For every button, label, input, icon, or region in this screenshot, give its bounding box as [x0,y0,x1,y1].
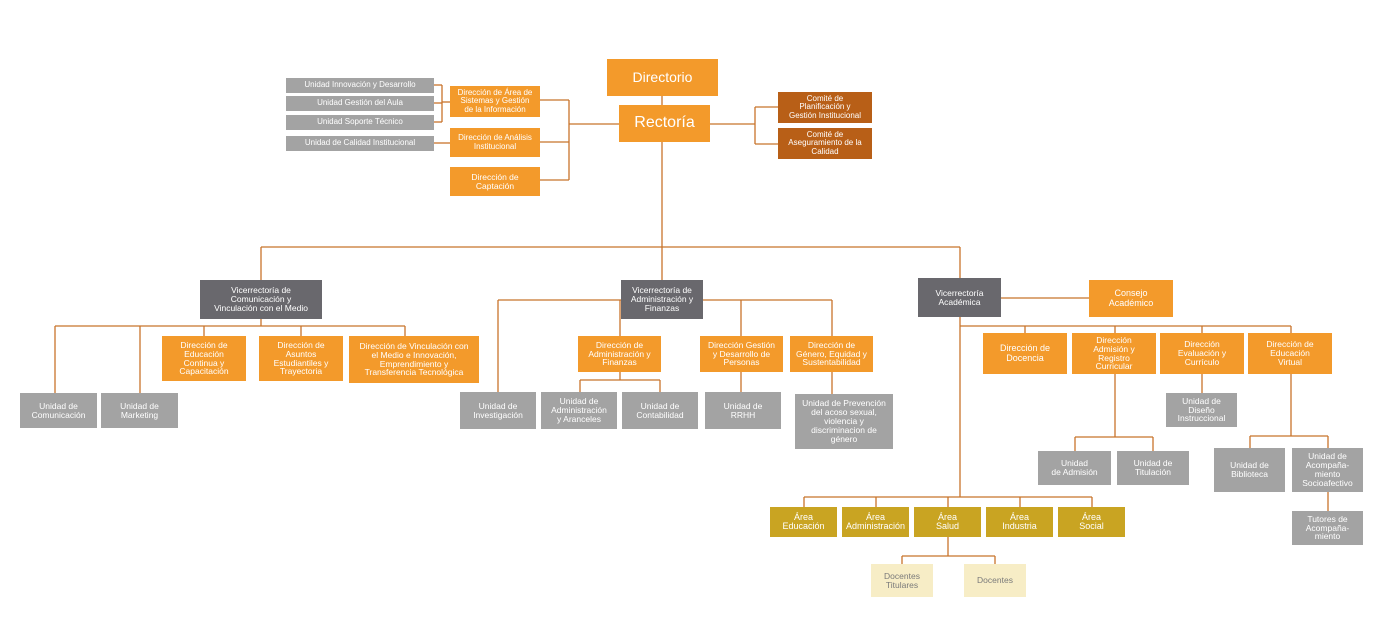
vice-academica-box: Vicerrectoría Académica [918,278,1001,317]
unidad-comunicacion-box: Unidad de Comunicación [20,393,97,428]
direccion-admision-box: Dirección Admisión y Registro Curricular [1072,333,1156,374]
comite-aseguramiento-box: Comité de Aseguramiento de la Calidad [778,128,872,159]
direccion-docencia-box: Dirección de Docencia [983,333,1067,374]
unidad-biblioteca-box: Unidad de Biblioteca [1214,448,1285,492]
direccion-asuntos-estudiantiles-box: Dirección de Asuntos Estudiantiles y Tra… [259,336,343,381]
consejo-academico-box: Consejo Académico [1089,280,1173,317]
unidad-rrhh-box: Unidad de RRHH [705,392,781,429]
unidad-gestion-aula-box: Unidad Gestión del Aula [286,96,434,111]
direccion-vinculacion-box: Dirección de Vinculación con el Medio e … [349,336,479,383]
unidad-marketing-box: Unidad de Marketing [101,393,178,428]
area-educacion-box: Área Educación [770,507,837,537]
unidad-prevencion-box: Unidad de Prevención del acoso sexual, v… [795,394,893,449]
direccion-educacion-virtual-box: Dirección de Educación Virtual [1248,333,1332,374]
direccion-gestion-personas-box: Dirección Gestión y Desarrollo de Person… [700,336,783,372]
comite-planificacion-box: Comité de Planificación y Gestión Instit… [778,92,872,123]
area-administracion-box: Área Administración [842,507,909,537]
direccion-genero-box: Dirección de Género, Equidad y Sustentab… [790,336,873,372]
unidad-innovacion-box: Unidad Innovación y Desarrollo [286,78,434,93]
direccion-admin-finanzas-box: Dirección de Administración y Finanzas [578,336,661,372]
direccion-sistemas-box: Dirección de Área de Sistemas y Gestión … [450,86,540,117]
tutores-acompanamiento-box: Tutores de Acompaña- miento [1292,511,1363,545]
directorio-box: Directorio [607,59,718,96]
rectoria-box: Rectoría [619,105,710,142]
area-salud-box: Área Salud [914,507,981,537]
unidad-admin-aranceles-box: Unidad de Administración y Aranceles [541,392,617,429]
vice-comunicacion-box: Vicerrectoría de Comunicación y Vinculac… [200,280,322,319]
direccion-captacion-box: Dirección de Captación [450,167,540,196]
unidad-investigacion-box: Unidad de Investigación [460,392,536,429]
docentes-titulares-box: Docentes Titulares [871,564,933,597]
vice-administracion-box: Vicerrectoría de Administración y Finanz… [621,280,703,319]
direccion-evaluacion-box: Dirección Evaluación y Currículo [1160,333,1244,374]
area-social-box: Área Social [1058,507,1125,537]
unidad-soporte-box: Unidad Soporte Técnico [286,115,434,130]
unidad-calidad-box: Unidad de Calidad Institucional [286,136,434,151]
unidad-contabilidad-box: Unidad de Contabilidad [622,392,698,429]
unidad-acompanamiento-box: Unidad de Acompaña- miento Socioafectivo [1292,448,1363,492]
docentes-box: Docentes [964,564,1026,597]
unidad-titulacion-box: Unidad de Titulación [1117,451,1189,485]
unidad-diseno-box: Unidad de Diseño Instruccional [1166,393,1237,427]
unidad-admision-box: Unidad de Admisión [1038,451,1111,485]
direccion-educacion-continua-box: Dirección de Educación Continua y Capaci… [162,336,246,381]
direccion-analisis-box: Dirección de Análisis Institucional [450,128,540,157]
area-industria-box: Área Industria [986,507,1053,537]
